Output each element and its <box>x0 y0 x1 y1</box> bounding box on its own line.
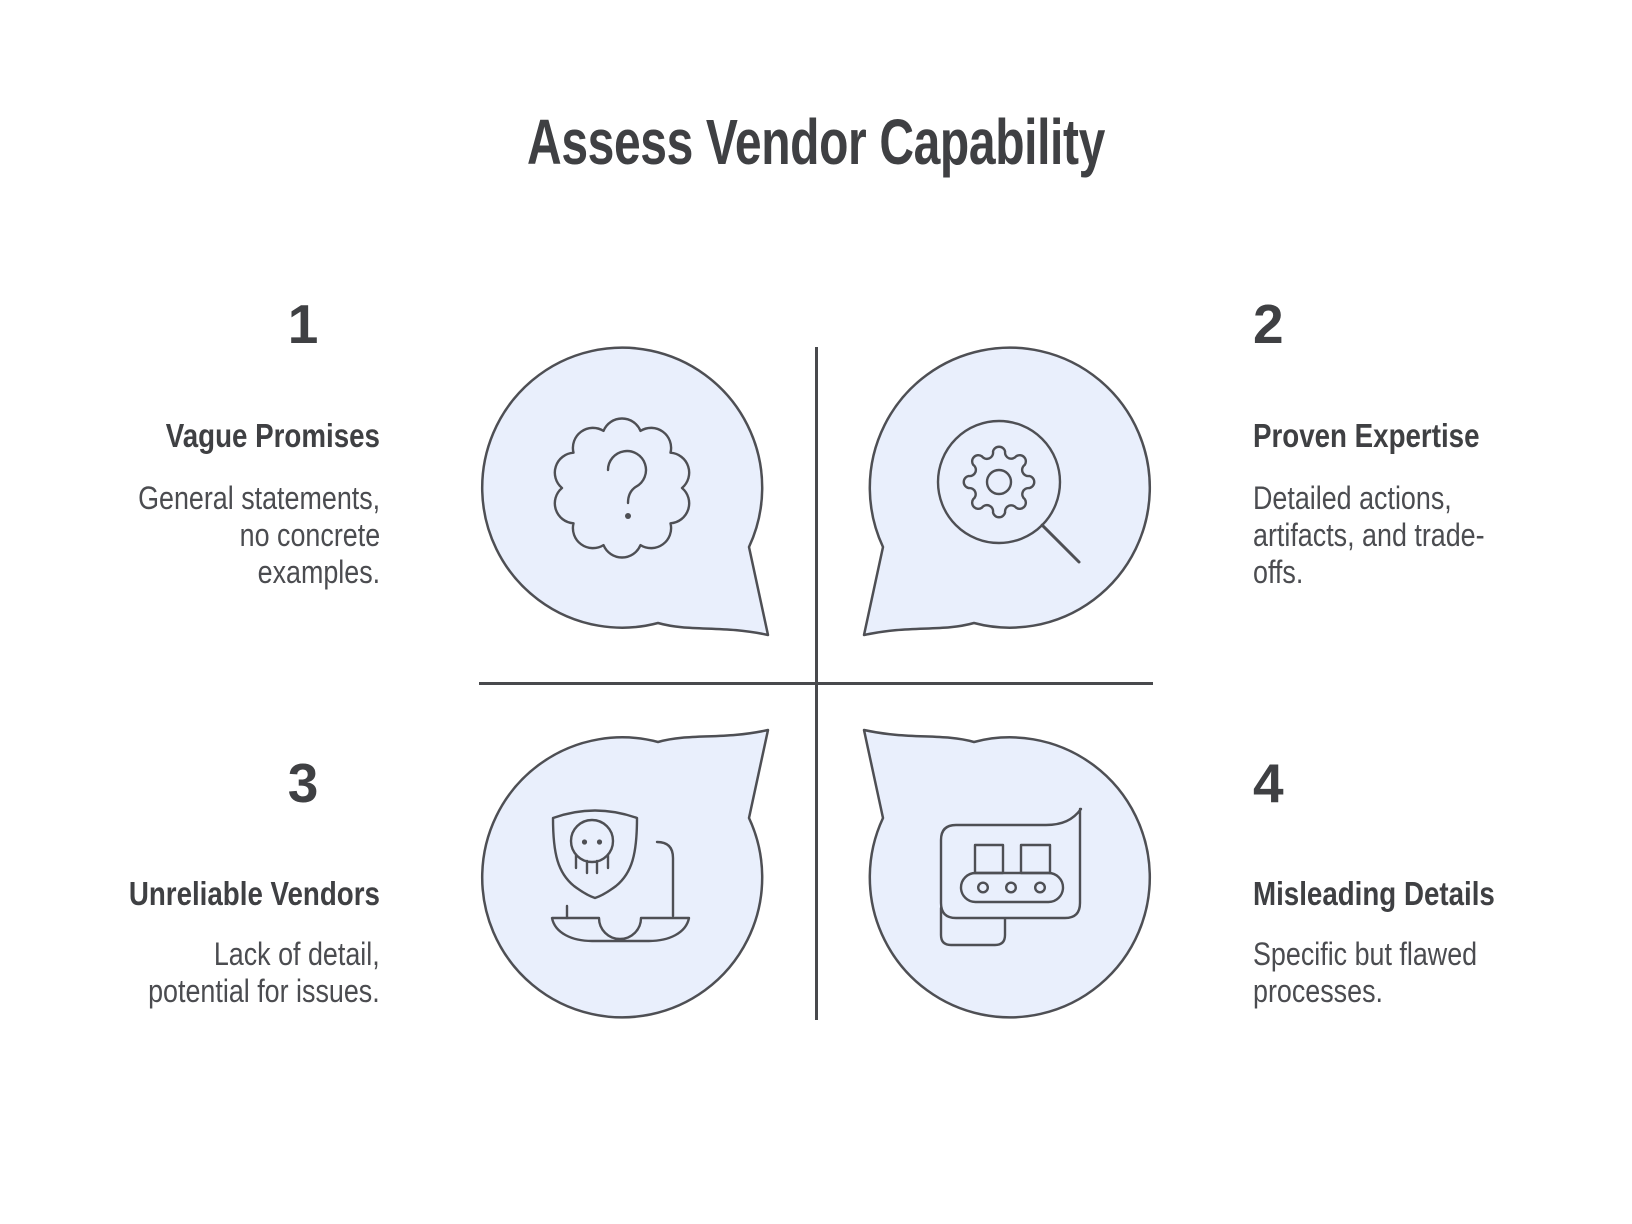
cloud-outline <box>553 417 691 559</box>
quadrant-4-heading: Misleading Details <box>1253 875 1495 912</box>
page-title: Assess Vendor Capability <box>527 106 1105 178</box>
laptop-base <box>550 916 691 943</box>
skull-eye-right <box>596 839 603 845</box>
question-mark-dot <box>625 513 631 519</box>
quadrant-1-description: General statements, no concrete examples… <box>137 480 380 590</box>
gear-center-hole <box>985 468 1013 496</box>
quadrant-4-description: Specific but flawed processes. <box>1253 936 1478 1009</box>
scroll-fold-tab <box>939 906 1007 947</box>
skull-head <box>569 818 615 864</box>
quadrant-2-number: 2 <box>1253 293 1284 355</box>
quadrant-3-heading: Unreliable Vendors <box>128 875 380 912</box>
quadrant-3-description: Lack of detail, potential for issues. <box>148 936 380 1009</box>
conveyor-belt <box>959 871 1065 904</box>
quadrant-3-number: 3 <box>287 752 319 814</box>
conveyor-roller-3 <box>1033 881 1046 894</box>
quadrant-2-heading: Proven Expertise <box>1253 417 1480 454</box>
shield-outline <box>551 809 639 900</box>
vertical-divider-line <box>815 347 818 1020</box>
quadrant-1-heading: Vague Promises <box>165 417 380 454</box>
skull-eye-left <box>581 839 588 845</box>
conveyor-box-2 <box>1019 843 1052 875</box>
laptop-screen-edge <box>655 840 675 918</box>
quadrant-4-number: 4 <box>1253 752 1284 814</box>
speech-bubble-shape <box>480 728 770 1019</box>
gear-magnifier-icon <box>862 346 1152 637</box>
speech-bubble-shape <box>480 346 770 637</box>
gear-outline <box>962 445 1036 519</box>
quadrant-2-description: Detailed actions, artifacts, and trade- … <box>1253 480 1485 590</box>
question-cloud-icon <box>480 346 770 637</box>
scroll-body <box>939 807 1083 920</box>
magnifier-lens <box>936 419 1062 545</box>
conveyor-scroll-icon <box>862 728 1152 1019</box>
magnifier-handle <box>1040 523 1081 564</box>
conveyor-box-1 <box>973 843 1005 875</box>
quadrant-1-number: 1 <box>287 293 319 355</box>
conveyor-roller-1 <box>976 881 989 894</box>
question-mark-glyph <box>606 449 648 505</box>
skull-shield-laptop-icon <box>480 728 770 1019</box>
conveyor-roller-2 <box>1004 881 1017 894</box>
